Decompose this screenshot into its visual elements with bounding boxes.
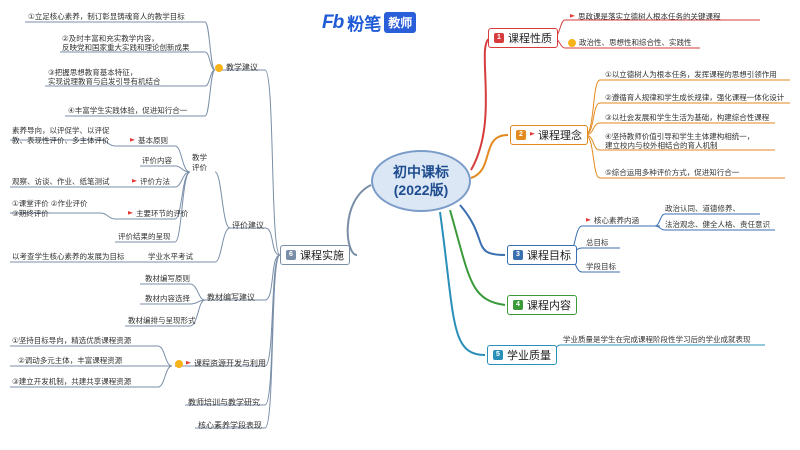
teaching-item-3b: 实现说理教育与启发引导有机结合 <box>48 77 161 86</box>
flag-icon <box>132 179 137 183</box>
core-literacy-performance[interactable]: 核心素养学段表现 <box>198 421 262 430</box>
concept-item-4b: 建立校内与校外相结合的育人机制 <box>605 141 718 150</box>
academic-level-detail: 以考查学生核心素养的发展为目标 <box>12 252 125 261</box>
teaching-evaluation[interactable]: 教学评价 <box>192 153 207 172</box>
nature-item-1: 思政课是落实立德树人根本任务的关键课程 <box>570 12 721 22</box>
brand-name: 粉笔 <box>347 15 382 34</box>
branch-concept[interactable]: 2 课程理念 <box>510 125 588 145</box>
flag-icon <box>186 360 191 365</box>
materials-advice[interactable]: 教材编写建议 <box>207 293 255 302</box>
teaching-item-4: ④丰富学生实践体验，促进知行合一 <box>68 106 188 115</box>
central-topic-line1: 初中课标 <box>393 164 449 180</box>
branch-quality-label: 学业质量 <box>507 350 551 362</box>
eval-method: 评价方法 <box>132 177 170 187</box>
quality-detail: 学业质量是学生在完成课程阶段性学习后的学业成就表现 <box>563 335 751 344</box>
academic-level-exam: 学业水平考试 <box>148 252 193 261</box>
eval-principle-detail-1: 素养导向，以评促学、以评促 <box>12 126 110 135</box>
goal-core: 核心素养内涵 <box>586 216 639 226</box>
branch-content[interactable]: 4 课程内容 <box>507 295 577 315</box>
resources-item-1: ①坚持目标导向，精选优质课程资源 <box>12 336 132 345</box>
resources-item-2: ②调动多元主体，丰富课程资源 <box>18 356 123 365</box>
number-badge: 3 <box>513 250 523 260</box>
concept-item-1: ①以立德树人为根本任务，发挥课程的思想引领作用 <box>605 70 777 79</box>
branch-implementation[interactable]: 6 课程实施 <box>280 245 350 265</box>
eval-principle-detail-2: 教、表现性评价、多主体评价 <box>12 136 110 145</box>
central-topic[interactable]: 初中课标 (2022版) <box>371 150 471 212</box>
number-badge: 4 <box>513 300 523 310</box>
branch-goal[interactable]: 3 课程目标 <box>507 245 577 265</box>
number-badge: 5 <box>493 350 503 360</box>
concept-item-3: ③以社会发展和学生生活为基础，构建综合性课程 <box>605 113 770 122</box>
brand-mark: Fb <box>322 11 344 33</box>
resources-item-3: ③建立开发机制，共建共享课程资源 <box>12 377 132 386</box>
concept-item-4a: ④坚持教师价值引导和学生主体建构相统一， <box>605 132 755 141</box>
branch-implementation-label: 课程实施 <box>300 250 344 262</box>
teaching-item-2a: ②及时丰富和充实教学内容， <box>62 34 159 43</box>
materials-item-2: 教材内容选择 <box>145 294 190 303</box>
concept-item-2: ②遵循育人规律和学生成长规律，强化课程一体化设计 <box>605 93 785 102</box>
goal-core-detail-1: 政治认同、道德修养、 <box>665 204 740 213</box>
teacher-training[interactable]: 教师培训与教学研究 <box>188 398 260 407</box>
number-badge: 6 <box>286 250 296 260</box>
central-topic-line2: (2022版) <box>393 182 449 198</box>
branch-quality[interactable]: 5 学业质量 <box>487 345 557 365</box>
teaching-advice[interactable]: 教学建议 <box>215 62 258 73</box>
flag-icon <box>130 138 135 142</box>
eval-content: 评价内容 <box>142 156 172 165</box>
brand-logo: Fb 粉笔 教师 <box>322 10 417 35</box>
eval-present: 评价结果的呈现 <box>118 232 171 241</box>
materials-item-1: 教材编写原则 <box>145 274 190 283</box>
concept-item-5: ⑤综合运用多种评价方式，促进知行合一 <box>605 168 740 177</box>
teaching-item-2b: 反映党和国家重大实践和理论创新成果 <box>62 43 190 52</box>
sun-icon <box>215 63 223 72</box>
goal-overall: 总目标 <box>586 238 609 247</box>
branch-nature-label: 课程性质 <box>508 33 552 45</box>
branch-concept-label: 课程理念 <box>538 130 582 142</box>
goal-core-detail-2: 法治观念、健全人格、责任意识 <box>665 220 770 229</box>
eval-method-detail: 观察、访谈、作业、纸笔测试 <box>12 177 110 186</box>
sun-icon <box>568 39 576 48</box>
number-badge: 2 <box>516 130 526 140</box>
brand-tag: 教师 <box>384 12 417 33</box>
materials-item-3: 教材编排与呈现形式 <box>128 316 196 325</box>
eval-key-detail-2: ③期终评价 <box>12 209 49 218</box>
branch-content-label: 课程内容 <box>527 300 571 312</box>
flag-icon <box>570 14 575 18</box>
goal-stage: 学段目标 <box>586 262 616 271</box>
flag-icon <box>128 211 133 215</box>
flag-icon <box>586 218 591 222</box>
number-badge: 1 <box>494 33 504 43</box>
teaching-item-1: ①立足核心素养，制订彰显铸魂育人的教学目标 <box>28 12 185 21</box>
eval-principle: 基本原则 <box>130 136 168 146</box>
teaching-item-3a: ③把握思想教育基本特征， <box>48 68 138 77</box>
branch-nature[interactable]: 1 课程性质 <box>488 28 558 48</box>
nature-item-2: 政治性、思想性和综合性、实践性 <box>568 38 692 48</box>
eval-key-stages: 主要环节的评价 <box>128 209 189 219</box>
assessment-advice[interactable]: 评价建议 <box>232 221 264 230</box>
eval-key-detail-1: ①课堂评价 ②作业评价 <box>12 199 88 208</box>
resources-development[interactable]: 课程资源开发与利用 <box>175 358 266 369</box>
branch-goal-label: 课程目标 <box>527 250 571 262</box>
flag-icon <box>530 132 535 136</box>
sun-icon <box>175 359 183 368</box>
